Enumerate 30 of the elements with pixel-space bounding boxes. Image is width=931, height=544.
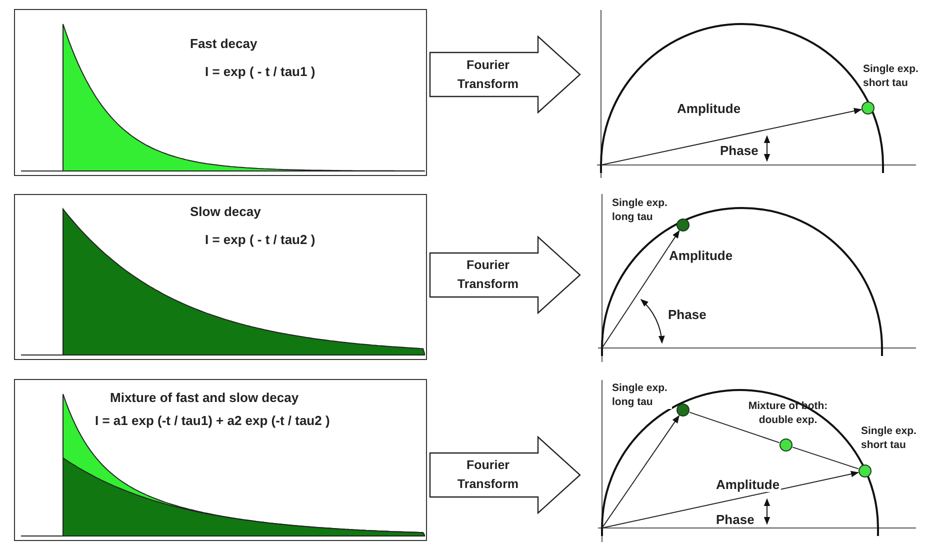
angle-label: Phase xyxy=(668,307,706,322)
panel-heading: Slow decay xyxy=(190,204,261,219)
formula: I = exp ( - t / tau2 ) xyxy=(205,232,316,247)
connector-line xyxy=(792,446,859,470)
connector-line xyxy=(689,412,780,444)
arrow xyxy=(600,108,862,166)
edge-label: Amplitude xyxy=(715,477,781,492)
formula: I = exp ( - t / tau1 ) xyxy=(205,64,316,79)
arrow xyxy=(602,230,680,348)
point-label: Single exp. long tau xyxy=(612,381,672,409)
data-point xyxy=(858,464,872,478)
formula: I = a1 exp (-t / tau1) + a2 exp (-t / tau2 ) xyxy=(95,413,330,428)
block-arrow xyxy=(429,236,581,314)
data-point xyxy=(861,101,875,115)
panel-heading: Fast decay xyxy=(190,36,258,51)
data-point xyxy=(676,403,690,417)
edge-label: Fourier Transform xyxy=(456,56,520,92)
edge-label: Fourier Transform xyxy=(456,257,520,293)
edge-label: Amplitude xyxy=(676,101,742,116)
data-point xyxy=(676,218,690,232)
panel-heading: Mixture of fast and slow decay xyxy=(110,390,299,405)
angle-label: Phase xyxy=(720,143,758,158)
edge-label: Amplitude xyxy=(668,248,734,263)
arrow xyxy=(602,415,680,528)
block-arrow xyxy=(429,436,581,514)
arrow xyxy=(602,470,859,528)
edge-label: Fourier Transform xyxy=(456,457,520,493)
angle-label: Phase xyxy=(716,512,754,527)
block-arrow xyxy=(429,35,581,114)
data-point xyxy=(779,438,793,452)
